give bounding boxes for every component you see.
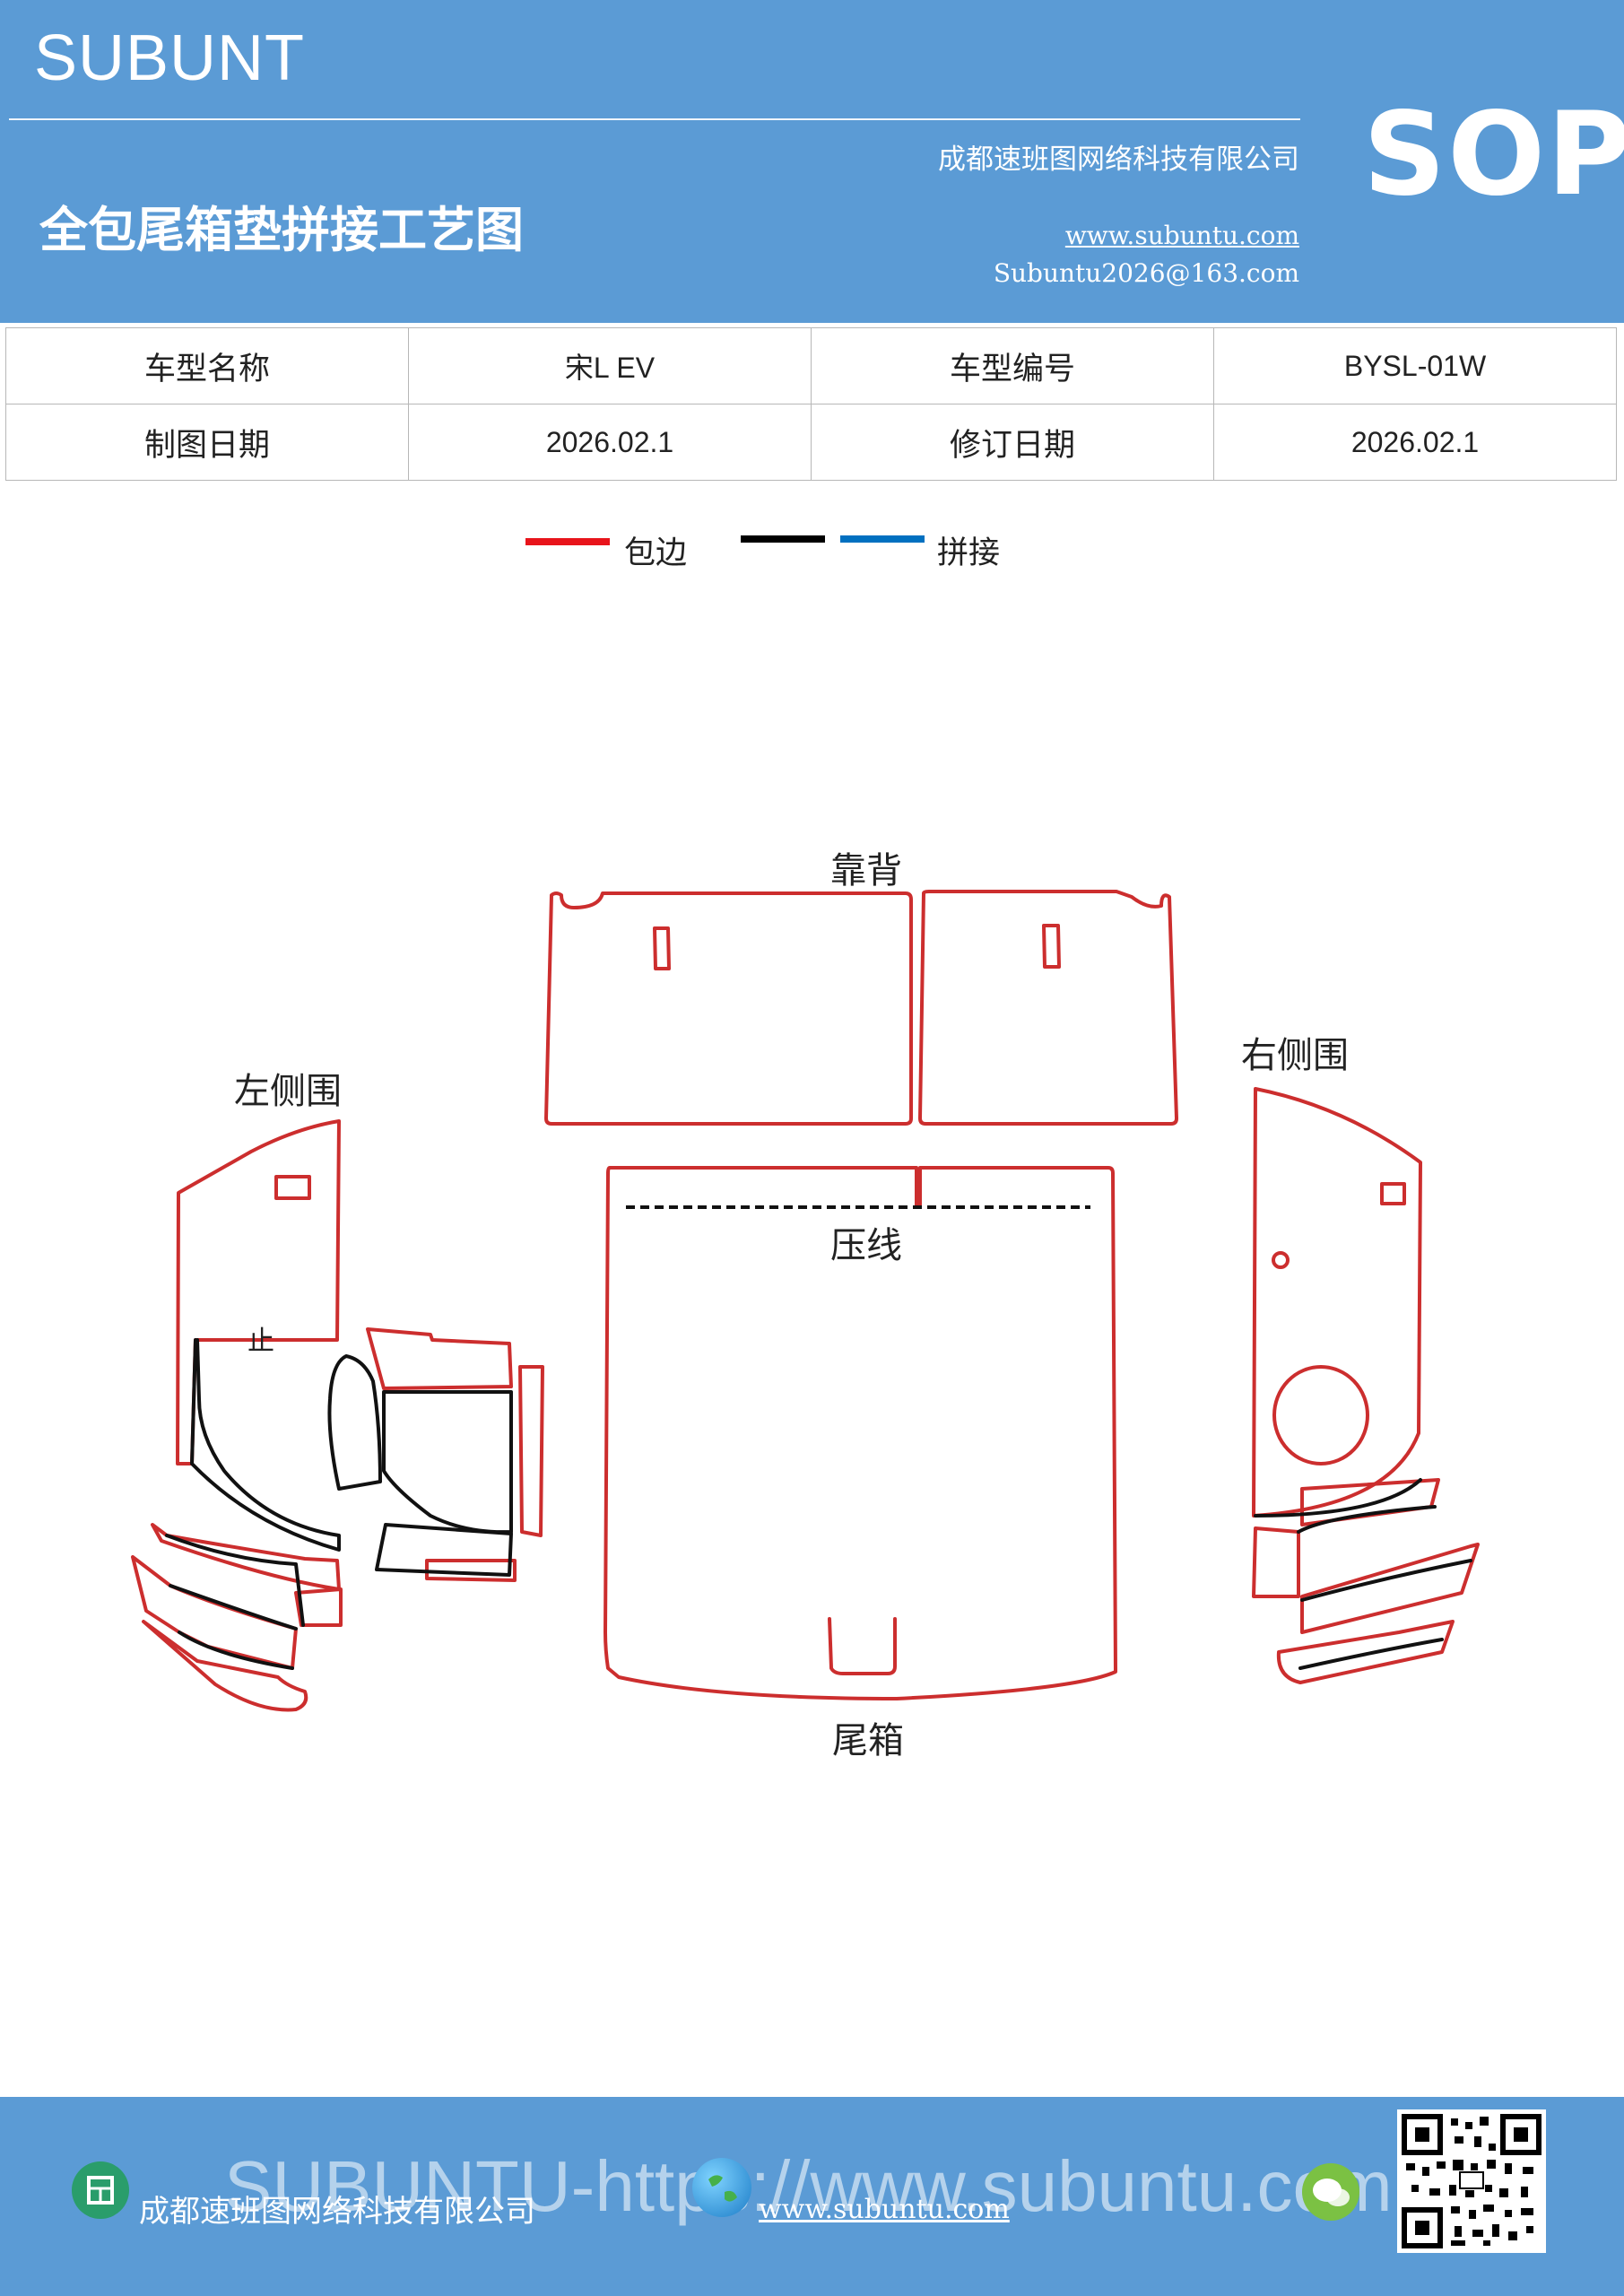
globe-icon (692, 2158, 751, 2217)
center-piece-seam-c (375, 1523, 513, 1577)
legend-binding-label: 包边 (624, 535, 688, 571)
revision-date-label: 修订日期 (811, 404, 1214, 481)
center-piece-top (366, 1327, 513, 1390)
legend-seam-label: 拼接 (937, 535, 1001, 571)
right-seam-lower-b (1300, 1559, 1472, 1602)
qr-code (1397, 2109, 1546, 2253)
backrest-right-panel (918, 890, 1178, 1126)
center-piece-seam-a (327, 1354, 382, 1491)
model-name-value: 宋L EV (408, 327, 812, 404)
building-icon (72, 2161, 129, 2219)
website-link[interactable]: www.subuntu.com (1064, 221, 1299, 250)
left-seam-lower-b (169, 1584, 298, 1631)
left-seam-piece (190, 1338, 341, 1552)
crease-label: 压线 (830, 1225, 902, 1266)
backrest-left-panel (544, 891, 913, 1126)
revision-date-value: 2026.02.1 (1213, 404, 1617, 481)
backrest-label: 靠背 (830, 850, 902, 891)
footer-watermark: SUBUNTU-https://www.subuntu.com (224, 2146, 1393, 2226)
email-address: Subuntu2026@163.com (993, 258, 1299, 288)
footer-website-link[interactable]: www.subuntu.com (759, 2194, 1010, 2225)
right-side-strip-c (1300, 1543, 1480, 1634)
trunk-panel (604, 1166, 1117, 1700)
right-side-speaker-cutout (1272, 1365, 1369, 1465)
header-divider (9, 118, 1300, 120)
backrest-left-slot (653, 926, 671, 970)
legend-seam-black-line (741, 535, 825, 543)
trunk-label: 尾箱 (832, 1720, 904, 1761)
left-seam-lower-a (165, 1534, 305, 1627)
right-side-strip-a (1252, 1526, 1300, 1598)
center-piece-seam-b (382, 1390, 513, 1535)
small-mark-label: 止 (248, 1326, 274, 1357)
trunk-notch (828, 1617, 897, 1675)
right-seam-piece (1254, 1478, 1422, 1518)
right-seam-lower-c (1298, 1638, 1444, 1670)
legend-binding-line (525, 538, 610, 545)
vehicle-info-table: 车型名称 宋L EV 车型编号 BYSL-01W 制图日期 2026.02.1 … (5, 327, 1617, 481)
wechat-icon (1302, 2163, 1359, 2221)
document-title: 全包尾箱垫拼接工艺图 (39, 202, 524, 258)
right-side-strip-d (1276, 1620, 1455, 1684)
left-side-main-panel (176, 1119, 341, 1465)
model-code-value: BYSL-01W (1213, 327, 1617, 404)
right-side-hole (1272, 1251, 1290, 1269)
company-name: 成都速班图网络科技有限公司 (938, 144, 1299, 176)
model-name-label: 车型名称 (5, 327, 409, 404)
table-row: 制图日期 2026.02.1 修订日期 2026.02.1 (5, 404, 1617, 481)
right-side-window (1380, 1182, 1406, 1205)
left-side-label: 左侧围 (234, 1071, 342, 1112)
model-code-label: 车型编号 (811, 327, 1214, 404)
drawing-date-value: 2026.02.1 (408, 404, 812, 481)
center-piece-right (518, 1365, 544, 1537)
drawing-date-label: 制图日期 (5, 404, 409, 481)
right-seam-lower-a (1297, 1505, 1437, 1534)
backrest-right-slot (1042, 924, 1061, 969)
brand-logo-text: SUBUNT (34, 22, 306, 94)
header-banner (0, 0, 1624, 323)
left-side-strip-d (294, 1587, 343, 1627)
right-side-label: 右侧围 (1241, 1035, 1349, 1076)
sop-badge: SOP (1363, 88, 1624, 222)
legend-seam-blue-line (840, 535, 925, 543)
right-side-main-panel (1252, 1087, 1422, 1518)
left-seam-lower-c (178, 1631, 294, 1670)
left-side-strip-c (142, 1620, 308, 1712)
table-row: 车型名称 宋L EV 车型编号 BYSL-01W (5, 327, 1617, 404)
footer-company-name: 成都速班图网络科技有限公司 (139, 2194, 535, 2230)
left-side-window (274, 1175, 311, 1200)
